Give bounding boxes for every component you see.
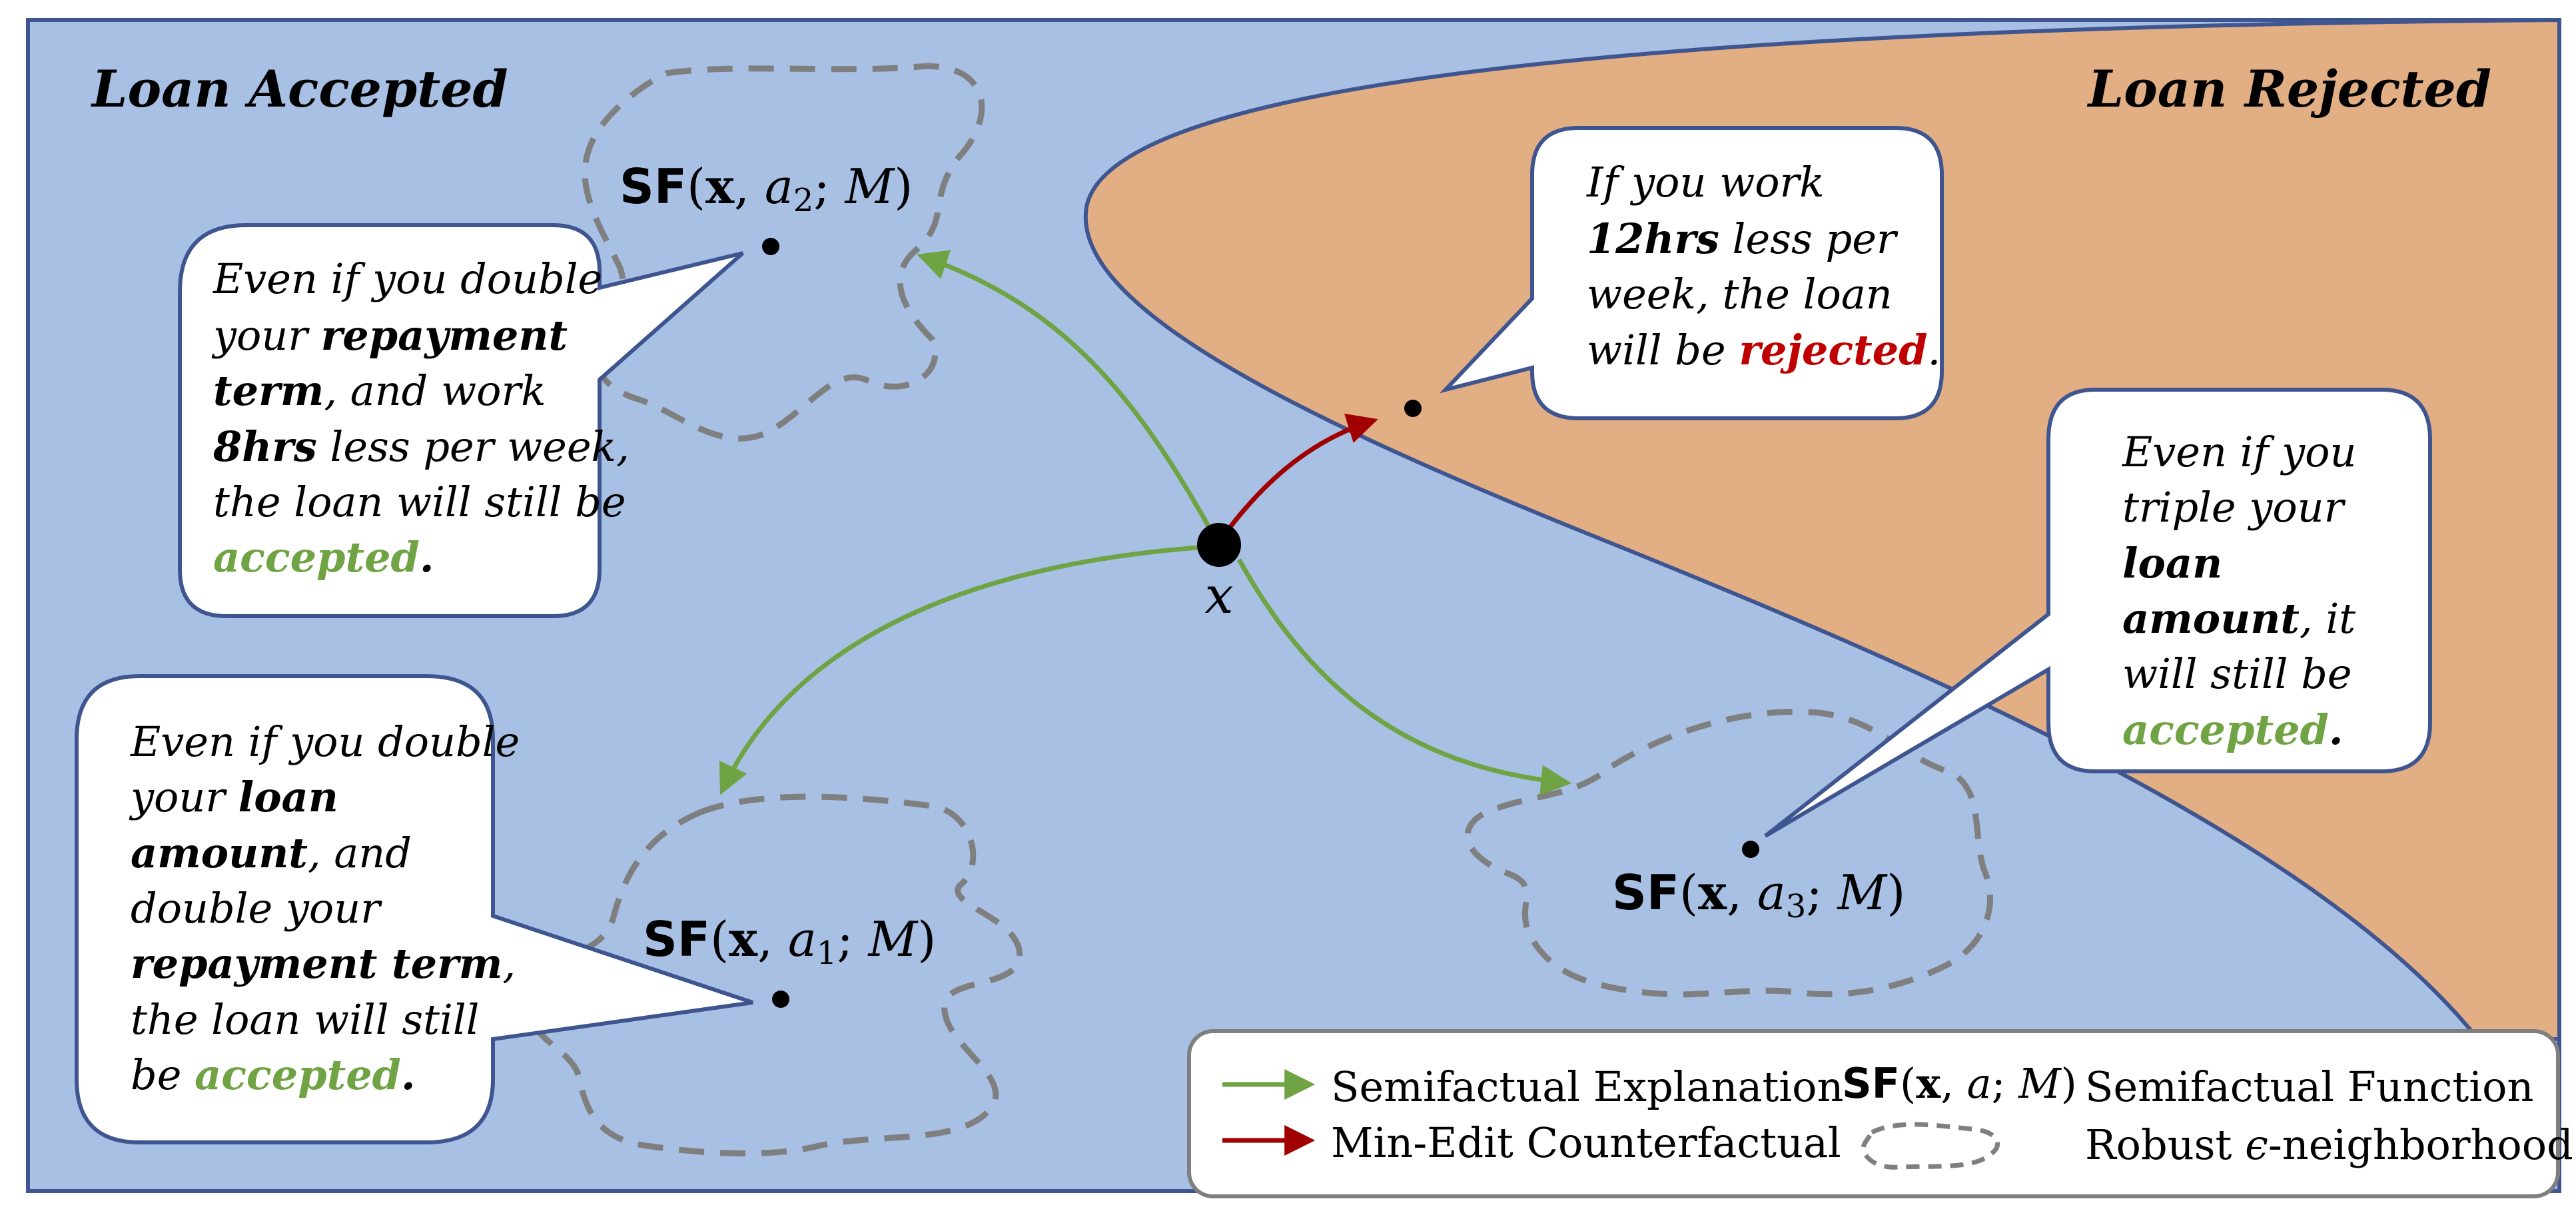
point-a2 [762, 238, 779, 255]
legend: Semifactual Explanation Min-Edit Counter… [1187, 1029, 2573, 1198]
legend-box [1187, 1029, 2560, 1198]
point-a3 [1742, 841, 1759, 858]
svg-text:If you work: If you work [1586, 158, 1825, 206]
sf-symbol: SF [1612, 865, 1679, 921]
semifactual-arrow-a2 [917, 250, 1220, 544]
svg-text:term, and work: term, and work [213, 366, 546, 415]
legend-semifactual-explanation: Semifactual Explanation [1331, 1062, 1843, 1111]
svg-text:week, the loan: week, the loan [1587, 270, 1893, 318]
bubble-text-top-center: If you work 12hrs less per week, the loa… [1586, 158, 1940, 374]
point-a1 [772, 991, 789, 1008]
region-title-accepted: Loan Accepted [91, 59, 508, 119]
sf-symbol: SF [620, 159, 687, 214]
svg-text:will be rejected.: will be rejected. [1587, 326, 1940, 374]
speech-bubble-top-center [1439, 126, 1944, 420]
legend-robust-neighborhood: Robust ϵ-neighborhood [2085, 1120, 2573, 1169]
sf-label-a3: SF(x, a3; M) [1612, 864, 1905, 925]
neighborhood-a2 [582, 63, 985, 442]
svg-text:loan: loan [2122, 539, 2222, 588]
counterfactual-arrow [1224, 413, 1378, 535]
legend-sf-symbol: SF(x, a; M) [1842, 1059, 2077, 1108]
svg-text:amount, it: amount, it [2122, 594, 2356, 643]
speech-bubble-right [1764, 388, 2432, 838]
svg-text:repayment term,: repayment term, [131, 939, 516, 988]
svg-text:amount, and: amount, and [131, 829, 412, 877]
svg-text:the loan will still be: the loan will still be [213, 478, 626, 526]
sf-label-a2: SF(x, a2; M) [620, 158, 913, 219]
svg-text:the loan will still: the loan will still [131, 995, 480, 1044]
svg-text:your repayment: your repayment [211, 311, 568, 360]
rejected-region [1083, 20, 2559, 1041]
point-x [1197, 523, 1241, 567]
point-counterfactual [1404, 400, 1422, 417]
speech-bubble-bottom-left [75, 674, 753, 1144]
bubble-text-right: Even if you triple your loan amount, it … [2122, 428, 2356, 754]
neighborhood-a3 [1464, 708, 1993, 998]
svg-text:triple your: triple your [2122, 483, 2346, 532]
svg-text:12hrs less per: 12hrs less per [1587, 214, 1899, 263]
svg-text:be accepted.: be accepted. [131, 1050, 416, 1099]
svg-text:accepted.: accepted. [2122, 705, 2344, 754]
sf-symbol: SF [643, 911, 710, 967]
semifactual-arrow-a1 [719, 544, 1218, 795]
point-x-label: x [1205, 566, 1234, 625]
svg-text:Even if you double: Even if you double [130, 717, 520, 766]
bubble-text-top-left: Even if you double your repayment term, … [211, 254, 630, 582]
semifactual-arrow-a3 [1236, 558, 1572, 796]
sf-label-a1: SF(x, a1; M) [643, 911, 936, 972]
svg-text:your loan: your loan [129, 773, 338, 821]
svg-text:Even if you double: Even if you double [213, 254, 602, 303]
svg-text:accepted.: accepted. [213, 533, 434, 582]
bubble-text-bottom-left: Even if you double your loan amount, and… [129, 717, 520, 1099]
svg-text:8hrs less per week,: 8hrs less per week, [213, 422, 630, 471]
svg-text:double your: double your [131, 884, 382, 933]
speech-bubble-top-left [178, 223, 744, 618]
legend-min-edit-counterfactual: Min-Edit Counterfactual [1331, 1118, 1841, 1167]
legend-semifactual-function: Semifactual Function [2085, 1062, 2533, 1111]
svg-text:will still be: will still be [2122, 649, 2352, 698]
region-title-rejected: Loan Rejected [2087, 59, 2491, 119]
svg-text:Even if you: Even if you [2122, 428, 2356, 476]
